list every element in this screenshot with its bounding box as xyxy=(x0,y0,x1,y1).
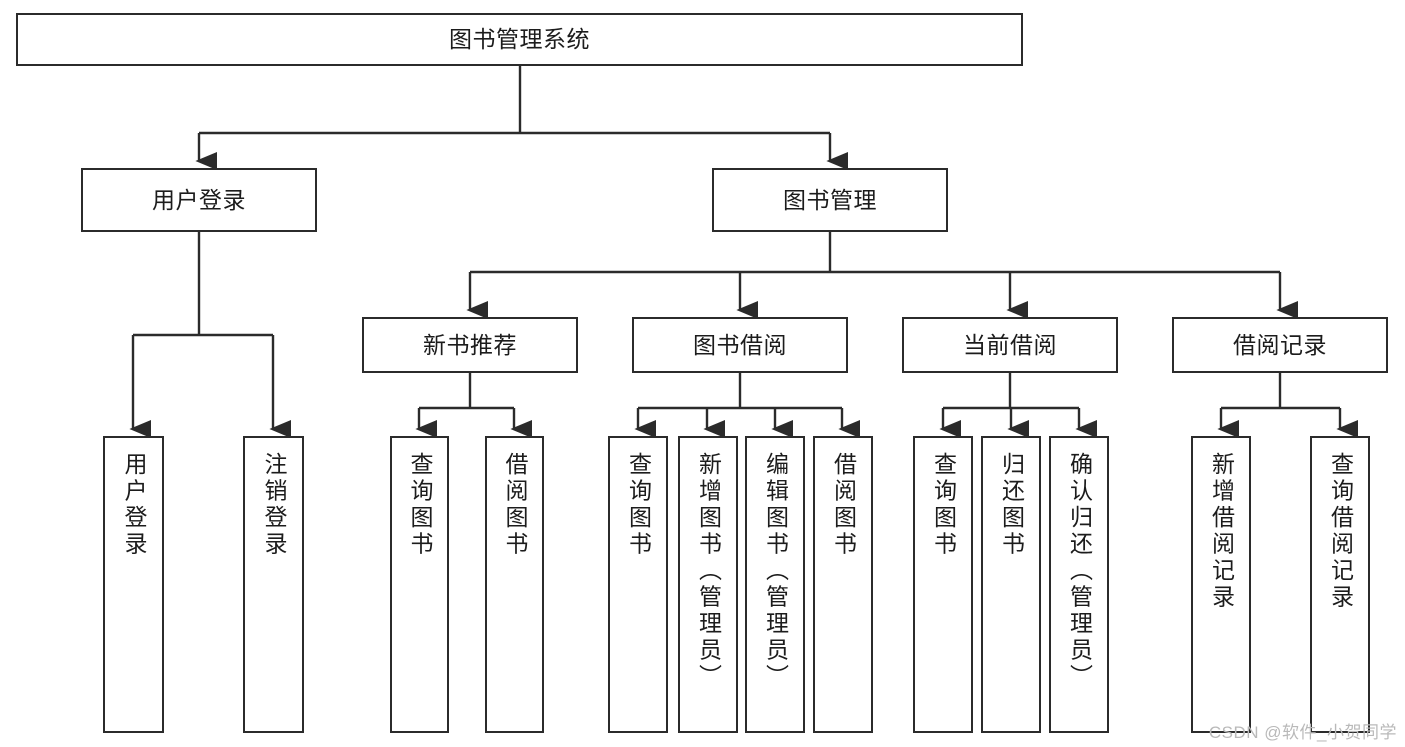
node-book-management[interactable]: 图书管理 xyxy=(712,168,948,232)
node-new-book-recommend[interactable]: 新书推荐 xyxy=(362,317,578,373)
node-book-management-label: 图书管理 xyxy=(783,186,877,213)
leaf-book-borrow-edit[interactable]: 编辑图书（管理员） xyxy=(745,436,805,733)
leaf-current-borrow-return-label: 归还图书 xyxy=(998,452,1025,558)
node-root-system[interactable]: 图书管理系统 xyxy=(16,13,1023,66)
leaf-user-login-login-label: 用户登录 xyxy=(121,452,147,558)
leaf-book-borrow-query[interactable]: 查询图书 xyxy=(608,436,668,733)
leaf-book-borrow-add-label: 新增图书（管理员） xyxy=(695,452,722,691)
node-root-system-label: 图书管理系统 xyxy=(449,26,590,53)
leaf-book-borrow-edit-label: 编辑图书（管理员） xyxy=(762,452,789,691)
leaf-book-borrow-borrow[interactable]: 借阅图书 xyxy=(813,436,873,733)
leaf-new-book-query[interactable]: 查询图书 xyxy=(390,436,449,733)
leaf-current-borrow-confirm-return[interactable]: 确认归还（管理员） xyxy=(1049,436,1109,733)
leaf-user-login-login[interactable]: 用户登录 xyxy=(103,436,164,733)
node-new-book-recommend-label: 新书推荐 xyxy=(423,331,517,358)
node-current-borrow[interactable]: 当前借阅 xyxy=(902,317,1118,373)
leaf-user-login-logout-label: 注销登录 xyxy=(261,452,287,558)
leaf-user-login-logout[interactable]: 注销登录 xyxy=(243,436,304,733)
leaf-book-borrow-add[interactable]: 新增图书（管理员） xyxy=(678,436,738,733)
node-book-borrow-label: 图书借阅 xyxy=(693,331,787,358)
node-current-borrow-label: 当前借阅 xyxy=(963,331,1057,358)
leaf-book-borrow-query-label: 查询图书 xyxy=(625,452,652,558)
node-borrow-record-label: 借阅记录 xyxy=(1233,331,1327,358)
leaf-new-book-query-label: 查询图书 xyxy=(407,452,433,558)
leaf-current-borrow-query-label: 查询图书 xyxy=(930,452,957,558)
node-user-login-label: 用户登录 xyxy=(152,186,246,213)
leaf-current-borrow-confirm-return-label: 确认归还（管理员） xyxy=(1066,452,1093,691)
leaf-borrow-record-add[interactable]: 新增借阅记录 xyxy=(1191,436,1251,733)
leaf-borrow-record-add-label: 新增借阅记录 xyxy=(1208,452,1235,611)
leaf-new-book-borrow-label: 借阅图书 xyxy=(502,452,528,558)
leaf-borrow-record-query-label: 查询借阅记录 xyxy=(1327,452,1354,611)
leaf-current-borrow-query[interactable]: 查询图书 xyxy=(913,436,973,733)
leaf-current-borrow-return[interactable]: 归还图书 xyxy=(981,436,1041,733)
node-book-borrow[interactable]: 图书借阅 xyxy=(632,317,848,373)
node-borrow-record[interactable]: 借阅记录 xyxy=(1172,317,1388,373)
leaf-new-book-borrow[interactable]: 借阅图书 xyxy=(485,436,544,733)
leaf-book-borrow-borrow-label: 借阅图书 xyxy=(830,452,857,558)
leaf-borrow-record-query[interactable]: 查询借阅记录 xyxy=(1310,436,1370,733)
csdn-watermark: CSDN @软件_小贺同学 xyxy=(1208,723,1397,742)
node-user-login[interactable]: 用户登录 xyxy=(81,168,317,232)
